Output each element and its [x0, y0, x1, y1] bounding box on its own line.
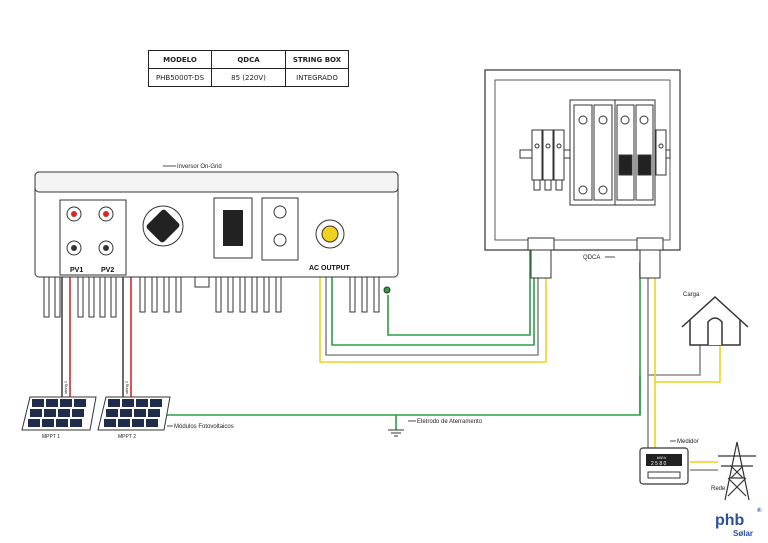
surge-protector-left [531, 129, 565, 191]
pv1-label: PV1 [70, 267, 83, 274]
breaker-left [569, 99, 616, 206]
out-neutral-wire [647, 255, 701, 376]
dc-switch-handle [146, 209, 180, 243]
pv2-label: PV2 [101, 267, 114, 274]
inverter-label: Inversor On-Grid [177, 164, 222, 170]
surge-protector-right [655, 129, 667, 176]
grid-label: Rede [711, 486, 726, 492]
spec-table: MODELO QDCA STRING BOX PHB5000T-DS 85 (2… [148, 50, 349, 87]
house-icon [681, 295, 749, 346]
qdca-panel: QDCA [484, 69, 681, 279]
ground-electrode-label: Eletrodo de Aterramento [417, 419, 483, 425]
ac-neutral-wire [325, 240, 539, 356]
logo-mark: ® [757, 507, 762, 514]
spec-table-row: PHB5000T-DS 85 (220V) INTEGRADO [148, 68, 349, 87]
spec-table-header: MODELO QDCA STRING BOX [148, 50, 349, 69]
pv-module-2: MPPT 2 string 2 [97, 380, 171, 440]
inverter-top-band [34, 171, 399, 193]
ground-electrode-icon [388, 429, 404, 437]
phb-solar-logo: phb Sølar ® [715, 507, 762, 538]
cell-model: PHB5000T-DS [148, 68, 212, 87]
grid-tower-icon [718, 441, 756, 501]
meter-unit: kW.h [657, 455, 666, 460]
qdca-label: QDCA [583, 255, 600, 261]
load-label: Carga [683, 292, 700, 298]
logo-bottom: Sølar [733, 529, 753, 538]
meter-icon: kW.h 2 5 8 0 [639, 447, 689, 485]
string1-label: string 1 [63, 380, 68, 394]
ac-ground-wire-inv [331, 240, 535, 346]
ground-main-wire [160, 375, 641, 416]
meter-reading: 2 5 8 0 [651, 461, 667, 467]
com-port-1 [273, 205, 287, 219]
mppt2-label: MPPT 2 [118, 434, 136, 440]
cable-glands [527, 237, 664, 279]
string2-label: string 2 [124, 380, 129, 394]
ground-inverter-wire [387, 250, 531, 336]
logo-top: phb [715, 512, 745, 529]
out-phase-wire [654, 255, 721, 383]
inverter-bracket [194, 276, 210, 288]
mppt1-label: MPPT 1 [42, 434, 60, 440]
breaker-right [614, 99, 656, 206]
pv-module-1: MPPT 1 string 1 [21, 380, 97, 440]
meter-label: Medidor [677, 439, 699, 445]
ac-phase-wire [319, 240, 547, 363]
inverter-fins [43, 276, 380, 318]
com-port-2 [273, 233, 287, 247]
inverter-ground-lug [383, 286, 391, 294]
cell-string-box: INTEGRADO [285, 68, 349, 87]
ac-output-label: AC OUTPUT [309, 265, 351, 272]
inverter: PV1 PV2 AC OUTPUT Inversor On-Grid [34, 164, 399, 318]
modules-label: Módulos Fotovoltaicos [174, 424, 234, 430]
